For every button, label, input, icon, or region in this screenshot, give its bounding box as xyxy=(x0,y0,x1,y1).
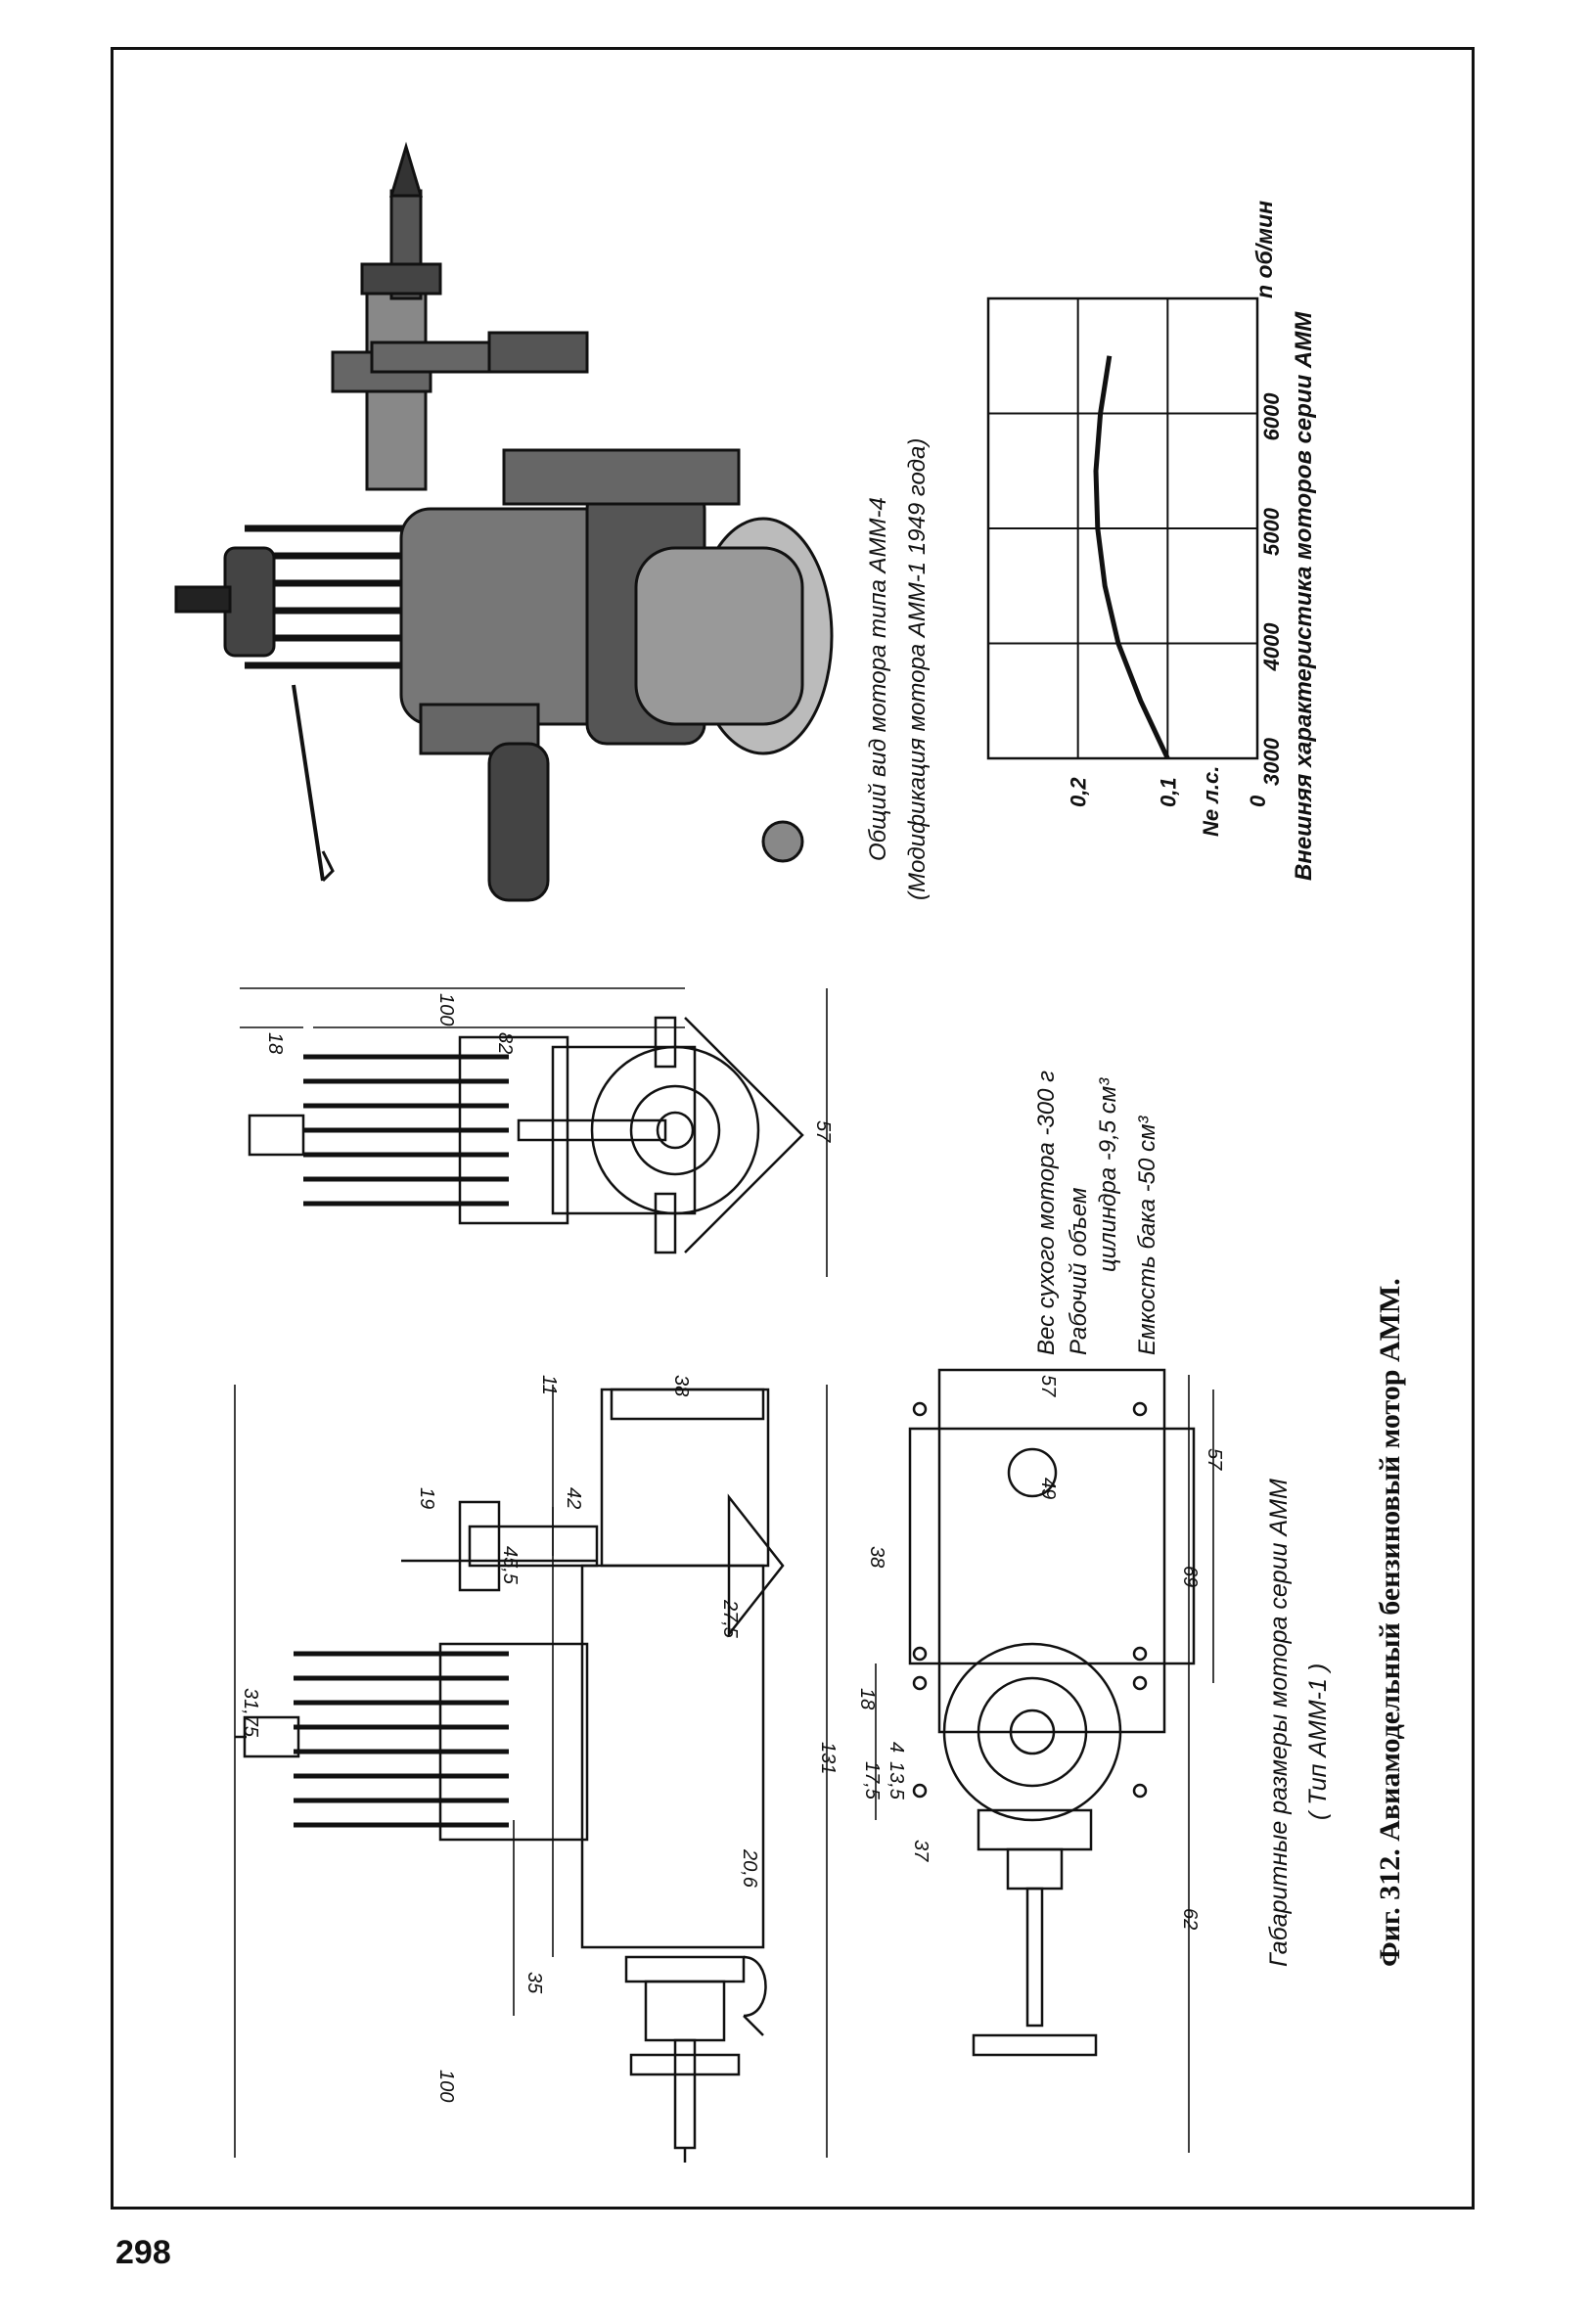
dim-17-5: 17,5 xyxy=(861,1761,883,1800)
dim-57-top: 57 xyxy=(1037,1375,1059,1397)
front-view-dimensions xyxy=(240,987,828,1277)
dim-18: 18 xyxy=(856,1688,878,1709)
dim-38-top: 38 xyxy=(670,1375,692,1396)
page-frame xyxy=(111,47,1475,2210)
top-view-dimensions xyxy=(875,1375,1214,2153)
dim-100-left: 100 xyxy=(435,2070,457,2102)
chart-title: Внешняя характеристика моторов серии АММ xyxy=(1291,311,1317,881)
chart-y-tick-label: 0,1 xyxy=(1156,777,1180,807)
dim-82: 82 xyxy=(494,1032,516,1054)
dim-100-mid: 100 xyxy=(435,993,457,1025)
dim-49: 49 xyxy=(1037,1478,1059,1499)
top-view-drawing xyxy=(908,1368,1196,2057)
dim-20-6: 20,6 xyxy=(739,1848,760,1889)
left-drawing-title-line1: Габаритные размеры мотора серии АММ xyxy=(1265,1479,1293,1967)
specs-line4: Емкость бака -50 см³ xyxy=(1134,1116,1160,1355)
chart-x-tick-label: 3000 xyxy=(1259,737,1284,786)
specs-line2: Рабочий объем xyxy=(1066,1188,1092,1355)
dim-57-mid: 57 xyxy=(812,1120,834,1143)
engine-photo xyxy=(174,141,834,902)
dim-11: 11 xyxy=(538,1375,560,1395)
dim-18-mid: 18 xyxy=(264,1032,286,1054)
specs-line3: цилиндра -9,5 см³ xyxy=(1095,1077,1121,1272)
chart-x-tick-label: 4000 xyxy=(1259,622,1284,672)
chart-x-tick-label: 6000 xyxy=(1259,392,1284,441)
dim-69: 69 xyxy=(1179,1566,1201,1587)
chart-y-ticks: 0 0,1 0,2 xyxy=(1067,777,1270,807)
dim-35: 35 xyxy=(523,1972,545,1994)
left-drawing-title-line2: ( Тип АММ-1 ) xyxy=(1304,1663,1332,1820)
dim-45-5: 45,5 xyxy=(499,1546,521,1585)
chart-x-label: n об/мин xyxy=(1251,201,1277,298)
chart-series-line xyxy=(1093,355,1170,760)
performance-chart: 3000 4000 5000 6000 0 0,1 0,2 n об/мин Ne л.с… xyxy=(986,201,1317,881)
dim-13-5: 13,5 xyxy=(886,1761,907,1800)
dim-57-right: 57 xyxy=(1204,1448,1225,1471)
dim-31-75: 31,75 xyxy=(240,1688,261,1738)
dim-131: 131 xyxy=(817,1742,839,1774)
figure-caption: Фиг. 312. Авиамодельный бензиновый мотор… xyxy=(1374,1278,1406,1967)
photo-caption-line2: (Модификация мотора АММ-1 1949 года) xyxy=(904,438,931,900)
dim-4: 4 xyxy=(886,1742,907,1753)
photo-caption-line1: Общий вид мотора типа АММ-4 xyxy=(865,497,891,861)
dim-19: 19 xyxy=(416,1487,437,1509)
side-view-dimensions xyxy=(234,1385,828,2158)
chart-y-tick-label: 0 xyxy=(1246,795,1270,807)
page-number: 298 xyxy=(115,2234,171,2271)
dim-62: 62 xyxy=(1179,1908,1201,1930)
dim-42: 42 xyxy=(563,1487,584,1509)
chart-grid xyxy=(988,298,1257,758)
chart-y-tick-label: 0,2 xyxy=(1067,777,1091,807)
chart-x-ticks: 3000 4000 5000 6000 xyxy=(1259,392,1284,786)
chart-x-tick-label: 5000 xyxy=(1259,507,1284,556)
front-view-drawing xyxy=(248,1016,804,1254)
side-view-drawing xyxy=(235,1388,785,2163)
chart-y-label: Ne л.с. xyxy=(1199,766,1223,837)
dim-27-5: 27,5 xyxy=(719,1599,741,1639)
dim-38-bottom: 38 xyxy=(866,1546,887,1568)
specs-line1: Вес сухого мотора -300 г xyxy=(1033,1071,1060,1355)
dim-37: 37 xyxy=(910,1840,932,1862)
